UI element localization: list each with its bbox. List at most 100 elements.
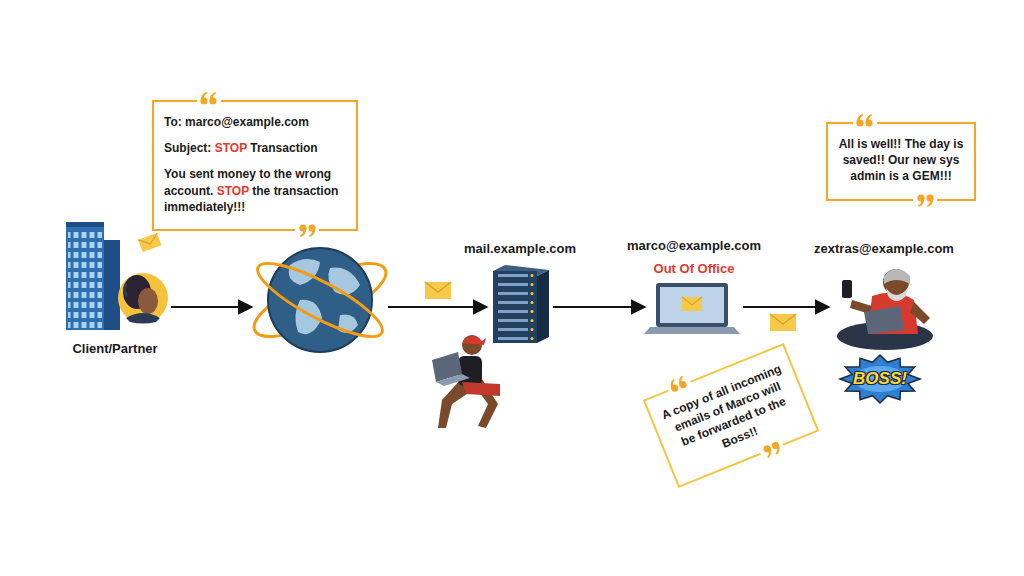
flow-arrow: [743, 306, 829, 308]
quote-mark: [866, 114, 872, 123]
building-icon: [66, 222, 120, 330]
boss-icon: zextras@example.com: [832, 272, 936, 352]
client-person: [125, 284, 127, 296]
server-icon: [537, 270, 549, 343]
sysadmin-person: [432, 335, 500, 428]
boss-badge-text: BOSS!: [853, 369, 907, 389]
internet-globe: [255, 245, 385, 360]
sysadmin-person: [462, 382, 500, 396]
laptop-icon: [682, 297, 702, 305]
quote-mark: [295, 221, 319, 239]
node-text: zextras@example.com: [814, 240, 954, 258]
globe-icon: [295, 300, 322, 334]
boss-person: [910, 302, 930, 324]
quote-mark: [677, 375, 686, 386]
quote-mark: [764, 448, 773, 459]
praise-callout: All is well!! The day is saved!! Our new…: [826, 122, 976, 201]
laptop-icon: [656, 283, 728, 327]
laptop-icon: [682, 297, 702, 311]
quote-mark: [857, 114, 863, 123]
envelope-icon: [770, 314, 796, 331]
quote-mark: [309, 228, 315, 237]
building-icon: [66, 222, 104, 227]
quote-mark: [913, 191, 937, 209]
boss-person: [864, 306, 904, 334]
node-text: Client/Partner: [72, 340, 157, 358]
node-text: You sent money to the wrong account. STO…: [164, 166, 346, 215]
quote-mark: [913, 191, 937, 209]
quote-mark: [773, 444, 782, 455]
flow-arrow: [388, 306, 487, 308]
node-heading: zextras@example.com: [814, 240, 954, 258]
quote-mark: [757, 436, 786, 462]
quote-mark: [295, 221, 319, 239]
boss-person: [886, 288, 908, 301]
envelope-icon: [425, 282, 451, 299]
quote-mark: [201, 92, 207, 101]
laptop-icon: [644, 327, 740, 334]
client-icon: Client/Partner: [62, 222, 168, 332]
client-person: [126, 313, 160, 324]
node-text: Out Of Office: [627, 260, 761, 278]
node-heading: mail.example.com: [464, 240, 576, 258]
node-text: marco@example.com: [627, 237, 761, 255]
laptop-icon: [644, 283, 740, 334]
node-heading: Client/Partner: [72, 340, 157, 358]
building-icon: [68, 230, 102, 328]
server-icon: [493, 271, 537, 343]
boss-person: [837, 269, 933, 350]
envelope-icon: [138, 233, 161, 252]
envelope-icon: [770, 314, 796, 324]
sysadmin-person: [436, 374, 470, 386]
node-text: mail.example.com: [464, 240, 576, 258]
client-person: [138, 288, 158, 314]
quote-mark: [197, 90, 221, 108]
boss-person: [884, 269, 910, 284]
quote-mark: [668, 379, 677, 390]
building-icon: [104, 240, 120, 330]
server-icon: [493, 265, 549, 343]
node-text: Subject: STOP Transaction: [164, 140, 346, 156]
globe-icon: [250, 251, 391, 349]
quote-mark: [210, 92, 216, 101]
mailbox-laptop: marco@example.comOut Of Office: [648, 281, 740, 336]
quote-mark: [927, 198, 933, 207]
server-icon: [493, 271, 537, 343]
flow-arrow: [171, 306, 252, 308]
quote-mark: [197, 90, 221, 108]
client-person: [118, 273, 168, 324]
quote-mark: [853, 112, 877, 130]
globe-icon: [245, 248, 394, 352]
envelope-icon: [425, 282, 451, 299]
envelope-icon: [138, 233, 161, 252]
envelope-icon: [425, 282, 451, 292]
laptop-icon: [660, 287, 724, 323]
envelope-icon: [138, 233, 160, 247]
quote-mark: [853, 112, 877, 130]
forward-callout: A copy of all incoming emails of Marco w…: [643, 343, 819, 488]
node-text: To: marco@example.com: [164, 114, 346, 130]
quote-mark: [664, 372, 693, 398]
sysadmin-person: [458, 356, 482, 386]
quote-mark: [757, 436, 786, 462]
mail-server: mail.example.com: [490, 268, 550, 345]
quote-mark: [664, 372, 693, 398]
building-icon: [66, 226, 104, 330]
client-person: [118, 273, 168, 323]
quote-mark: [300, 228, 306, 237]
node-text: All is well!! The day is saved!! Our new…: [838, 136, 964, 185]
boss-badge: [840, 355, 920, 403]
boss-person: [842, 280, 852, 298]
globe-icon: [328, 268, 360, 295]
sysadmin-person: [462, 336, 486, 345]
node-heading: marco@example.comOut Of Office: [627, 237, 761, 278]
quote-mark: [918, 198, 924, 207]
boss-badge: [854, 366, 906, 392]
boss-badge: [840, 355, 920, 403]
flow-arrow: [553, 306, 645, 308]
envelope-icon: [770, 314, 796, 331]
message-callout: To: marco@example.comSubject: STOP Trans…: [152, 100, 358, 231]
